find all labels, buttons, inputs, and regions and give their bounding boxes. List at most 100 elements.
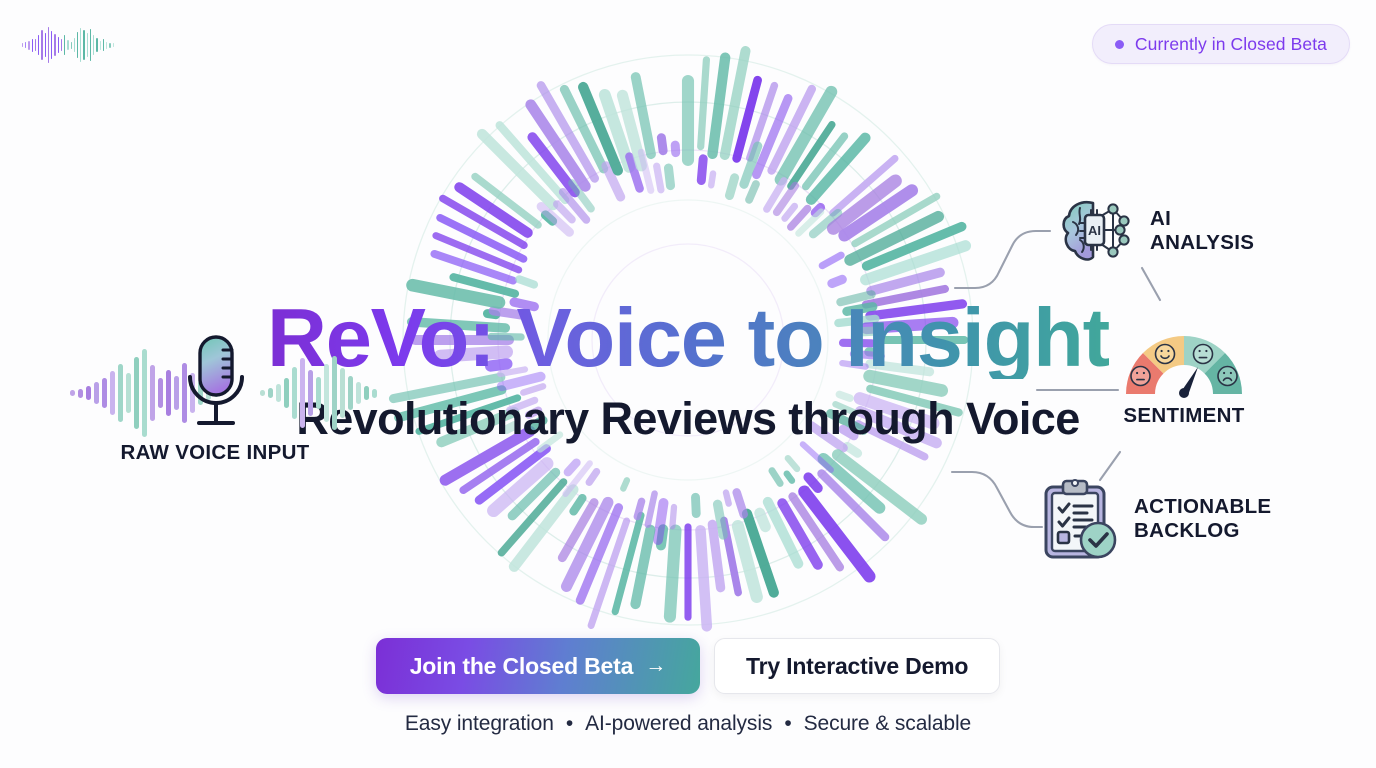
waveform-bar <box>158 378 163 408</box>
radial-waveform-bar <box>569 493 587 516</box>
radial-waveform-bar <box>827 274 847 289</box>
radial-waveform-bar <box>587 517 631 629</box>
waveform-bar <box>316 377 321 409</box>
radial-waveform-bar <box>471 172 542 229</box>
waveform-bar <box>118 364 123 422</box>
radial-waveform-bar <box>540 210 558 226</box>
radial-waveform-bar <box>707 52 731 160</box>
radial-waveform-bar <box>838 424 859 441</box>
radial-waveform-bar <box>663 524 682 623</box>
try-interactive-demo-button[interactable]: Try Interactive Demo <box>714 638 1001 694</box>
waveform-bar <box>142 349 147 437</box>
clipboard-checklist-icon <box>1044 479 1117 559</box>
radial-waveform-bar <box>853 392 940 430</box>
waveform-bar <box>308 370 313 416</box>
radial-waveform-bar <box>439 425 536 486</box>
radial-waveform-bar <box>487 332 525 341</box>
radial-waveform-bar <box>865 299 968 321</box>
radial-waveform-bar <box>851 192 941 248</box>
radial-waveform-bar <box>670 140 681 158</box>
waveform-bar <box>150 365 155 421</box>
raw-voice-input-node: RAW VOICE INPUT <box>70 325 377 490</box>
join-closed-beta-button[interactable]: Join the Closed Beta → <box>375 638 701 694</box>
radial-waveform-bar <box>863 369 949 397</box>
radial-waveform-bar <box>568 179 595 213</box>
waveform-bar <box>348 376 353 410</box>
radial-waveform-bar <box>787 120 836 190</box>
radial-waveform-bar <box>656 133 668 156</box>
radial-waveform-bar <box>536 81 599 183</box>
radial-waveform-bar <box>831 449 928 525</box>
logo-bar <box>106 41 108 49</box>
logo-bar <box>41 30 43 60</box>
waveform-bar <box>300 358 305 428</box>
footnote-separator: • <box>565 712 574 735</box>
radial-waveform-bar <box>459 437 540 495</box>
radial-waveform-bar <box>653 498 669 545</box>
radial-waveform-bar <box>832 401 859 416</box>
radial-waveform-bar <box>842 441 863 458</box>
radial-waveform-bar <box>557 498 599 563</box>
waveform-bar <box>86 386 91 400</box>
radial-waveform-bar <box>520 383 547 396</box>
radial-waveform-bar <box>524 406 543 419</box>
try-interactive-demo-label: Try Interactive Demo <box>746 652 969 679</box>
radial-waveform-bar <box>524 415 548 433</box>
waveform-bar <box>134 357 139 429</box>
radial-waveform-bar <box>795 208 825 237</box>
radial-waveform-bar <box>725 173 740 200</box>
radial-waveform-bar <box>695 525 713 632</box>
radial-waveform-bar <box>552 200 576 224</box>
radial-waveform-bar <box>669 503 678 530</box>
radial-waveform-bar <box>575 503 624 605</box>
radial-waveform-bar <box>851 326 880 337</box>
radial-waveform-bar <box>630 524 656 610</box>
waveform-bar <box>78 388 83 398</box>
radial-waveform-bar <box>763 177 788 213</box>
logo-bar <box>57 37 59 53</box>
radial-waveform-bar <box>691 492 701 519</box>
radial-waveform-bar <box>801 132 849 191</box>
status-dot-icon <box>1114 39 1124 49</box>
logo-bar <box>34 39 37 51</box>
radial-waveform-svg <box>388 46 974 632</box>
logo-bar <box>109 42 111 48</box>
logo-bar <box>25 42 27 48</box>
radial-waveform-bar <box>767 84 816 175</box>
radial-waveform-bar <box>762 496 804 569</box>
radial-waveform-bar <box>839 359 869 370</box>
radial-waveform-bar <box>818 251 845 270</box>
waveform-bar <box>174 376 179 410</box>
revo-waveform-logo[interactable] <box>22 22 114 68</box>
radial-waveform-bar <box>430 249 518 285</box>
radial-waveform-bar <box>496 371 546 392</box>
logo-bar <box>60 39 63 51</box>
logo-bar <box>31 38 33 52</box>
radial-waveform-bar <box>849 349 885 361</box>
radial-waveform-bar <box>783 470 796 484</box>
logo-bar <box>51 31 53 59</box>
sentiment-gauge-icon <box>1126 336 1242 398</box>
radial-waveform-bar <box>829 154 899 217</box>
radial-waveform-bar <box>752 94 793 180</box>
logo-bar <box>70 41 72 49</box>
feature-actionable-backlog: ACTIONABLE BACKLOG <box>1040 478 1271 560</box>
radial-waveform-bar <box>732 75 762 163</box>
feature-sentiment: SENTIMENT <box>1118 326 1250 428</box>
logo-bar <box>73 38 75 52</box>
logo-bar <box>28 40 30 50</box>
waveform-bar <box>190 373 195 413</box>
waveform-bar <box>70 390 75 396</box>
radial-waveform-bar <box>406 278 506 309</box>
feature-ai-analysis: AI AI ANALYSIS <box>1056 192 1254 270</box>
radial-waveform-bar <box>495 121 570 205</box>
radial-waveform-bar <box>835 390 854 403</box>
radial-waveform-bar <box>656 524 669 551</box>
radial-waveform-bar <box>754 507 771 533</box>
feature-footnote: Easy integration•AI-powered analysis•Sec… <box>0 712 1376 736</box>
radial-waveform-bar <box>865 359 935 377</box>
radial-waveform-bar <box>745 180 760 204</box>
logo-bar <box>54 34 56 56</box>
footnote-separator: • <box>784 712 792 735</box>
